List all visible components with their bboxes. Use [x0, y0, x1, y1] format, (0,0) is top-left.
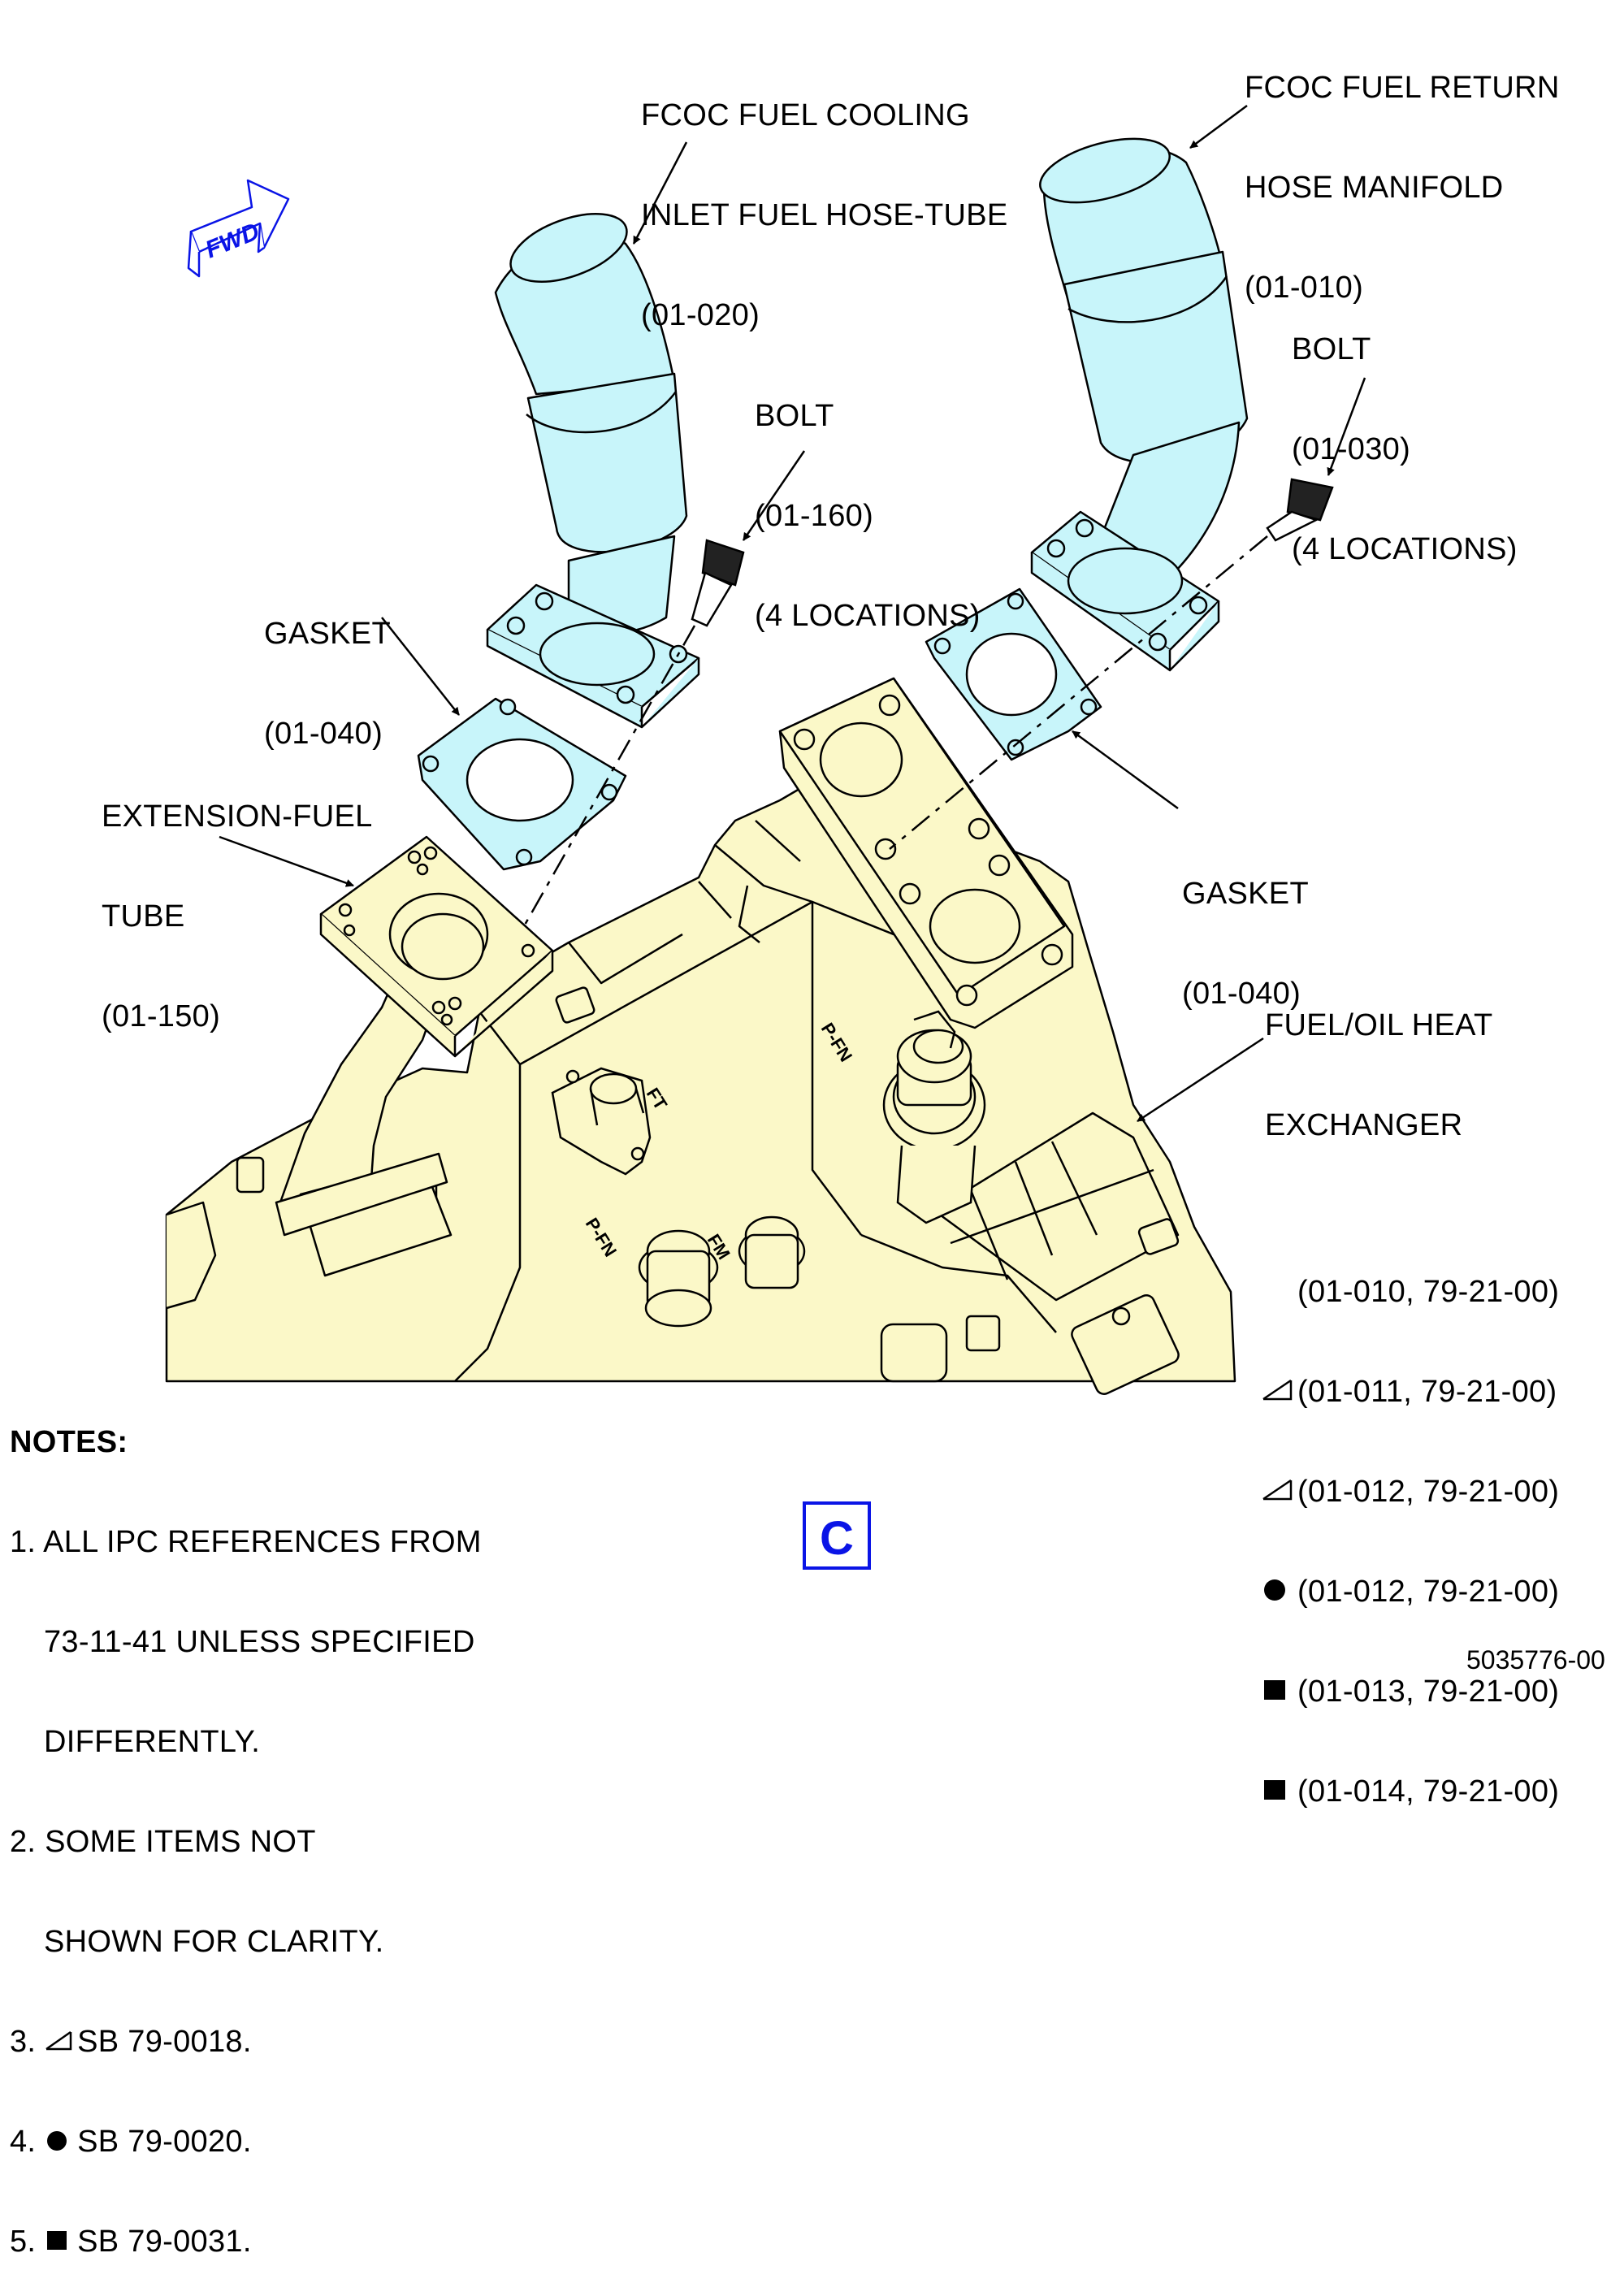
note-number: 2.	[10, 1825, 37, 1859]
ref-text: (01-012, 79-21-00)	[1297, 1475, 1560, 1509]
figure-canvas: P-FN P-FN FM FT FWD FCOC FUEL COOLING IN…	[10, 5, 1605, 2259]
inlet-fuel-hose-tube	[486, 213, 700, 729]
label-line: INLET FUEL HOSE-TUBE	[641, 198, 1008, 232]
housing-port-flange	[778, 677, 1074, 1029]
notes-block: NOTES: 1. ALL IPC REFERENCES FROM 73-11-…	[10, 1359, 482, 2292]
circle-marker-icon	[45, 2125, 77, 2159]
triangle-marker-icon	[1262, 1475, 1297, 1509]
extension-fuel-tube	[275, 835, 554, 1277]
label-line: GASKET	[1182, 877, 1309, 911]
note-text: SOME ITEMS NOT	[45, 1825, 316, 1859]
gasket-right	[925, 587, 1102, 761]
note-item: 4. SB 79-0020.	[10, 2125, 482, 2159]
view-identifier: C	[803, 1501, 871, 1570]
note-line: DIFFERENTLY.	[44, 1725, 261, 1759]
note-text: SB 79-0018.	[77, 2025, 252, 2059]
note-item: 5. SB 79-0031.	[10, 2225, 482, 2259]
ref-text: (01-010, 79-21-00)	[1297, 1275, 1560, 1309]
label-line: (01-010)	[1245, 271, 1364, 305]
ref-line: (01-010, 79-21-00)	[1262, 1276, 1559, 1309]
label-line: BOLT	[1292, 332, 1371, 366]
label-line: FUEL/OIL HEAT	[1265, 1008, 1493, 1042]
ref-line: (01-013, 79-21-00)	[1262, 1675, 1559, 1709]
label-gasket-right: GASKET (01-040)	[1182, 811, 1309, 1044]
note-text: SB 79-0020.	[77, 2125, 252, 2159]
square-marker-icon	[1262, 1775, 1297, 1809]
note-number: 1.	[10, 1525, 37, 1559]
note-item: 2. SOME ITEMS NOT	[10, 1826, 482, 1859]
drawing-number: 5035776-00	[1466, 1645, 1605, 1675]
label-line: FCOC FUEL COOLING	[641, 98, 970, 132]
ref-text: (01-012, 79-21-00)	[1297, 1575, 1560, 1609]
label-bolt-left: BOLT (01-160) (4 LOCATIONS)	[755, 333, 981, 666]
label-line: (01-150)	[102, 999, 221, 1033]
label-line: TUBE	[102, 899, 185, 934]
notes-title: NOTES:	[10, 1425, 128, 1459]
note-item: 3. SB 79-0018.	[10, 2026, 482, 2059]
bolt-right	[1266, 478, 1334, 542]
label-line: EXTENSION-FUEL	[102, 799, 373, 834]
ref-line: (01-014, 79-21-00)	[1262, 1775, 1559, 1809]
label-line: (4 LOCATIONS)	[755, 599, 981, 633]
label-heat-exchanger: FUEL/OIL HEAT EXCHANGER (01-010, 79-21-0…	[1262, 942, 1559, 1909]
note-line: SHOWN FOR CLARITY.	[44, 1925, 384, 1959]
triangle-marker-icon	[1262, 1376, 1297, 1409]
note-number: 4.	[10, 2125, 37, 2159]
alignment-lines	[522, 535, 1268, 927]
label-bolt-right: BOLT (01-030) (4 LOCATIONS)	[1292, 266, 1518, 600]
label-inlet-hose-tube: FCOC FUEL COOLING INLET FUEL HOSE-TUBE (…	[641, 32, 1008, 366]
note-number: 5.	[10, 2225, 37, 2259]
square-marker-icon	[1262, 1675, 1297, 1709]
ref-line: (01-012, 79-21-00)	[1262, 1475, 1559, 1509]
note-text: SB 79-0031.	[77, 2225, 252, 2259]
ref-text: (01-014, 79-21-00)	[1297, 1774, 1560, 1809]
ref-line: (01-011, 79-21-00)	[1262, 1376, 1559, 1409]
label-line: (01-040)	[264, 717, 383, 751]
square-marker-icon	[45, 2225, 77, 2259]
note-line: 73-11-41 UNLESS SPECIFIED	[44, 1625, 475, 1659]
fwd-arrow-icon	[187, 179, 290, 278]
leader-lines	[219, 104, 1366, 1123]
label-return-manifold: FCOC FUEL RETURN HOSE MANIFOLD (01-010)	[1245, 5, 1560, 338]
label-line: HOSE MANIFOLD	[1245, 171, 1504, 205]
label-line: BOLT	[755, 399, 834, 433]
ref-line: (01-012, 79-21-00)	[1262, 1575, 1559, 1609]
note-number: 3.	[10, 2025, 37, 2059]
label-line: FCOC FUEL RETURN	[1245, 71, 1560, 105]
note-text: ALL IPC REFERENCES FROM	[43, 1525, 482, 1559]
circle-marker-icon	[1262, 1575, 1297, 1609]
label-line: (01-040)	[1182, 977, 1301, 1011]
label-line: (01-030)	[1292, 432, 1411, 466]
triangle-marker-icon	[45, 2026, 77, 2059]
label-gasket-left: GASKET (01-040)	[264, 551, 391, 784]
label-line: GASKET	[264, 617, 391, 651]
label-line: (01-160)	[755, 499, 874, 533]
ref-text: (01-011, 79-21-00)	[1297, 1375, 1557, 1409]
gasket-left	[417, 697, 627, 871]
note-item: 1. ALL IPC REFERENCES FROM	[10, 1526, 482, 1559]
bolt-left	[691, 539, 745, 627]
label-extension-fuel-tube: EXTENSION-FUEL TUBE (01-150)	[102, 734, 373, 1067]
ref-text: (01-013, 79-21-00)	[1297, 1675, 1560, 1709]
label-line: (01-020)	[641, 298, 760, 332]
housing-fittings	[236, 986, 986, 1328]
label-line: (4 LOCATIONS)	[1292, 532, 1518, 566]
illustration: P-FN P-FN FM FT FWD	[165, 104, 1366, 1395]
label-line: EXCHANGER	[1265, 1108, 1463, 1142]
return-hose-manifold	[1030, 137, 1249, 672]
